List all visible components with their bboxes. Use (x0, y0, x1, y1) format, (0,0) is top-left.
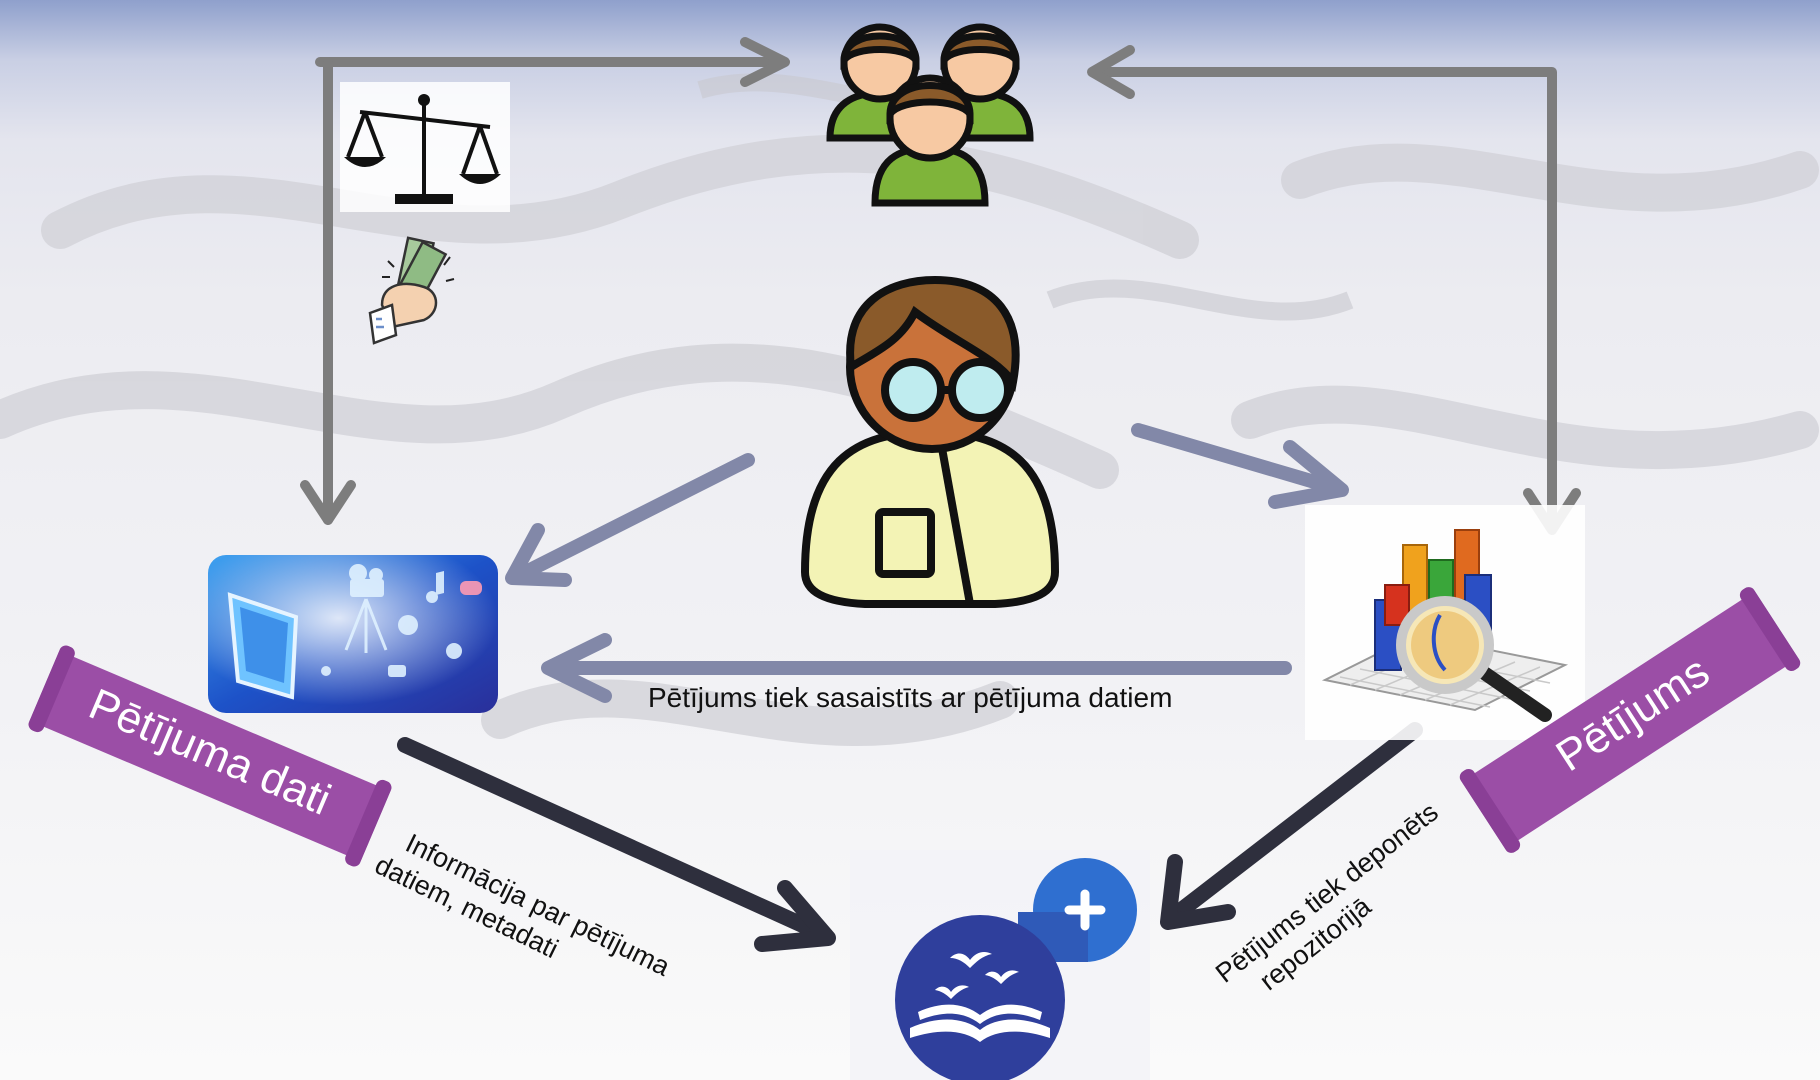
balance-scales-icon (340, 82, 510, 212)
arrowhead-to-people-right (1087, 45, 1135, 99)
ribbon-research-data: Pētījuma dati (26, 643, 393, 868)
ribbon-shape-right (1459, 587, 1801, 853)
arrow-people-to-research (1095, 67, 1557, 533)
group-of-people-icon (826, 23, 1034, 207)
arrowhead-researcher-to-research (1268, 440, 1349, 509)
ribbon-research: Pētījums (1457, 584, 1803, 855)
arrowhead-research-to-data (541, 633, 612, 703)
ribbon-shape-left (28, 645, 392, 867)
multimedia-data-icon (208, 555, 498, 713)
bar-chart-magnifier-icon (1305, 505, 1585, 740)
arrow-research-to-repository (1167, 722, 1423, 923)
repository-book-plus-icon (850, 850, 1150, 1080)
arrow-researcher-to-research (1131, 423, 1342, 495)
hand-with-money-icon (368, 236, 455, 345)
link-caption: Pētījums tiek sasaistīts ar pētījuma dat… (648, 682, 1173, 713)
arrowhead-researcher-to-data (505, 523, 572, 587)
arrow-researcher-to-data (513, 453, 755, 582)
arrowhead-to-people (740, 37, 790, 87)
arrowhead-research-to-repository (1160, 854, 1236, 930)
researcher-with-glasses-icon (800, 275, 1060, 608)
arrow-data-to-repository (397, 737, 826, 940)
arrowhead-to-data (300, 480, 356, 525)
arrowhead-data-to-repository (754, 880, 836, 952)
